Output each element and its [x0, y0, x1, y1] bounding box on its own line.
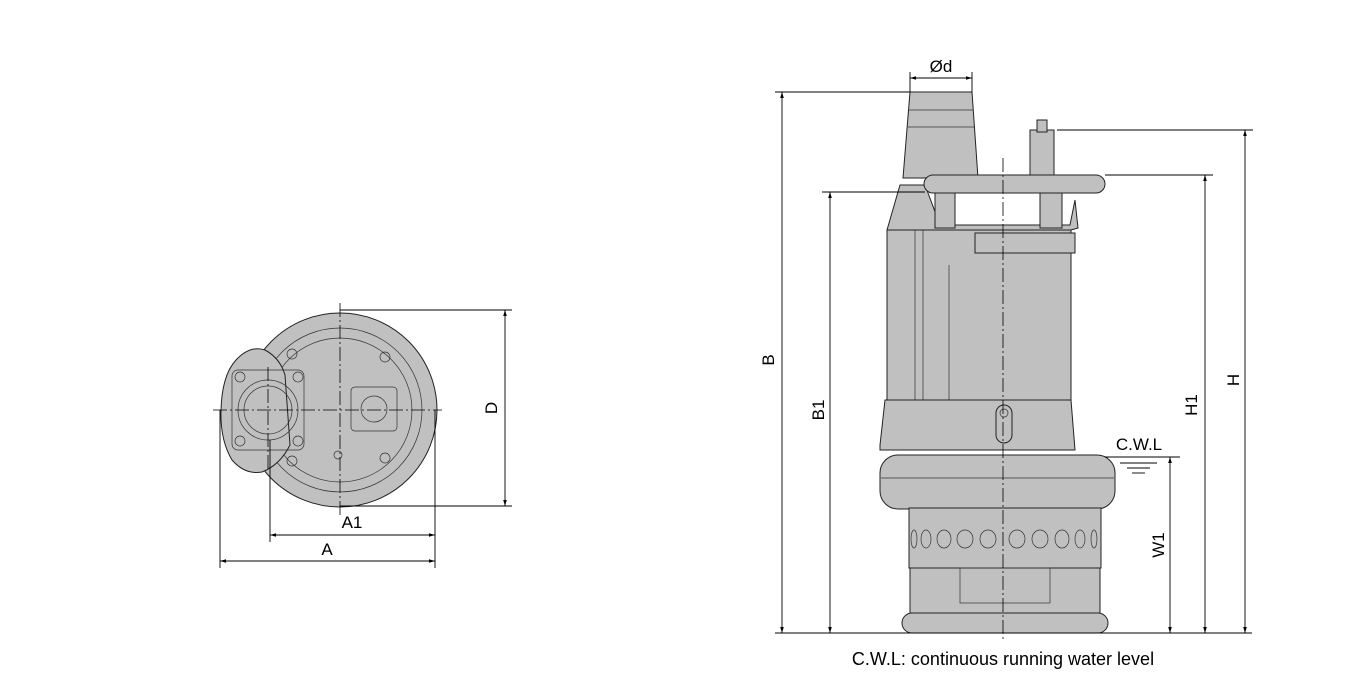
lifting-eye[interactable] [995, 404, 1013, 444]
lower-housing [879, 399, 1076, 451]
side-view: Ød B B1 H1 H W1 C.W.L [759, 57, 1253, 640]
label-h1: H1 [1182, 394, 1201, 416]
label-diameter: Ød [930, 57, 953, 76]
top-view: D A1 A [213, 303, 512, 568]
label-h: H [1224, 374, 1243, 386]
top-flange [974, 232, 1076, 254]
discharge-flange [220, 348, 291, 473]
cable-gland [1029, 129, 1055, 176]
label-a1: A1 [342, 513, 363, 532]
label-a: A [321, 540, 333, 559]
label-d: D [482, 402, 501, 414]
flange-bolts [234, 348, 391, 467]
pump-base [909, 567, 1101, 614]
lifting-handle[interactable] [923, 174, 1106, 194]
strainer-holes [910, 529, 1098, 549]
water-level-icon [1120, 462, 1157, 474]
discharge-pipe [902, 91, 979, 179]
cable-box [350, 386, 398, 432]
caption: C.W.L: continuous running water level [852, 649, 1154, 669]
motor-housing [886, 229, 1072, 401]
foot-ring [901, 612, 1109, 634]
label-b1: B1 [809, 400, 828, 421]
label-b: B [759, 354, 778, 365]
label-w1: W1 [1149, 532, 1168, 558]
label-cwl: C.W.L [1116, 435, 1162, 454]
volute-casing [879, 454, 1116, 510]
strainer [908, 507, 1102, 569]
